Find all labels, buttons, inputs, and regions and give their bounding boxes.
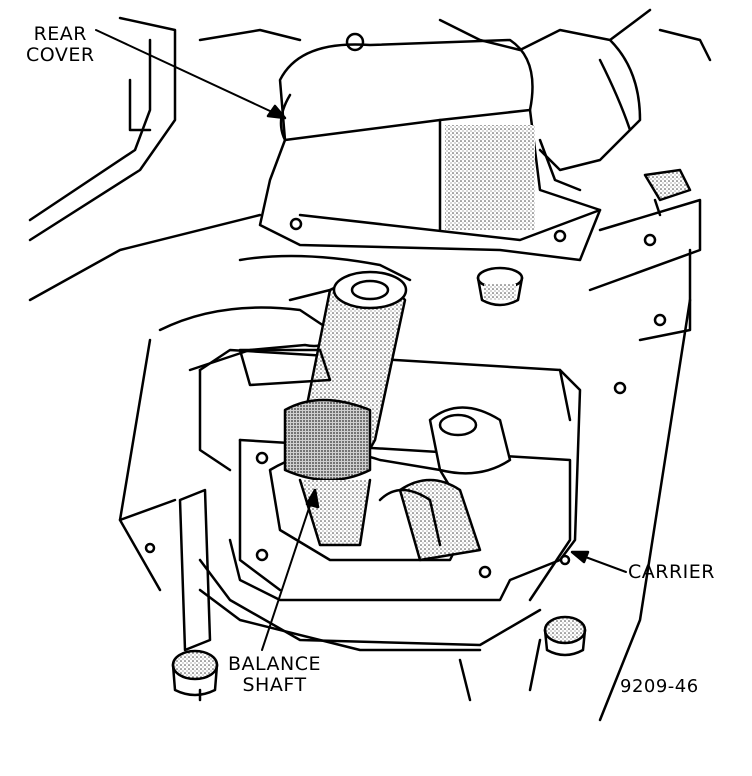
balance-shaft-leader bbox=[261, 488, 320, 651]
engine-block bbox=[28, 8, 712, 722]
bolt-lower-right bbox=[543, 615, 587, 657]
balance-shaft-label-line2: SHAFT bbox=[242, 674, 307, 696]
balance-shaft bbox=[238, 270, 408, 547]
carrier-label: CARRIER bbox=[628, 561, 715, 583]
rear-cover-label: REAR COVER bbox=[26, 24, 95, 66]
rear-cover-label-line2: COVER bbox=[26, 44, 95, 66]
bolt-lower-left bbox=[171, 488, 219, 702]
rear-cover bbox=[258, 32, 602, 262]
balance-shaft-label-line1: BALANCE bbox=[228, 653, 322, 675]
figure-number: 9209-46 bbox=[620, 676, 699, 697]
balance-shaft-label: BALANCE SHAFT bbox=[228, 654, 321, 696]
rear-cover-leader bbox=[95, 29, 287, 120]
balance-shaft-driven bbox=[378, 406, 512, 562]
rear-cover-label-line1: REAR bbox=[33, 23, 87, 45]
carrier-leader bbox=[570, 550, 627, 573]
mounting-bolt-center bbox=[476, 266, 524, 307]
carrier bbox=[198, 348, 582, 652]
mounting-bolt-upper-right bbox=[643, 168, 692, 217]
